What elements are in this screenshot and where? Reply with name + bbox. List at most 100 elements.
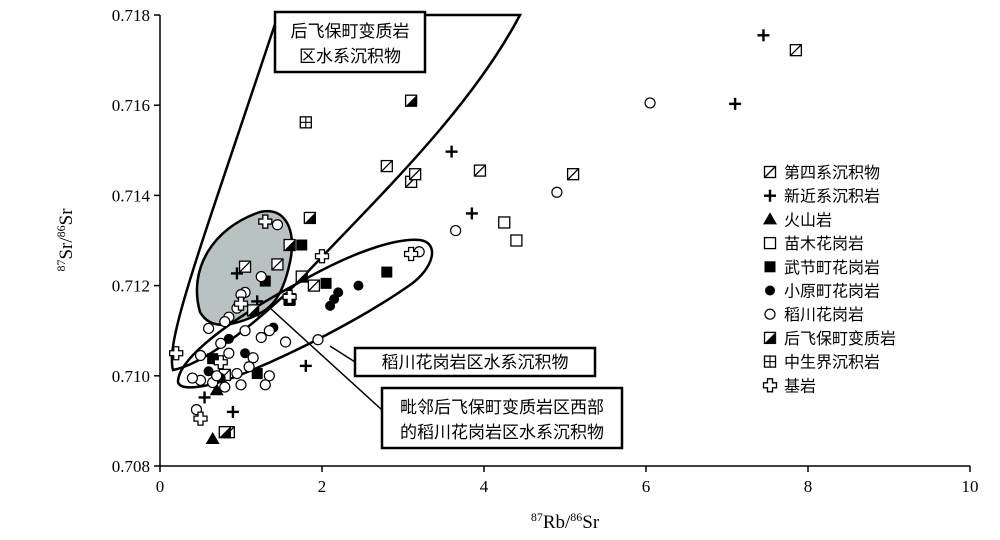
data-point-series-2 xyxy=(209,383,224,396)
annotation-inagawa-line1: 稻川花岗岩区水系沉积物 xyxy=(382,353,569,373)
data-point-series-6 xyxy=(263,325,275,337)
data-point-series-2 xyxy=(205,431,220,444)
data-point-series-6 xyxy=(255,270,267,283)
legend-marker-9 xyxy=(762,378,778,393)
data-point-series-9 xyxy=(314,249,330,264)
plot-axes xyxy=(159,15,970,467)
data-point-series-1 xyxy=(299,359,312,372)
annotation-adjacent-box xyxy=(380,386,624,450)
data-point-series-9 xyxy=(193,411,208,426)
data-point-series-7 xyxy=(218,426,231,439)
legend-marker-2 xyxy=(763,212,777,225)
data-point-series-9 xyxy=(213,355,228,370)
x-tick-label: 6 xyxy=(642,477,651,496)
data-point-series-7 xyxy=(303,211,317,225)
legend-label-7: 后飞保町变质岩 xyxy=(784,329,896,348)
y-axis-title: 87Sr/86Sr xyxy=(54,208,77,272)
data-point-series-0 xyxy=(307,279,321,292)
x-axis-title-part2: Sr xyxy=(582,512,600,533)
data-point-series-6 xyxy=(219,316,231,328)
envelope-houfeibao-metamorphic xyxy=(170,13,523,372)
data-point-series-9 xyxy=(233,296,249,311)
data-point-series-7 xyxy=(246,304,260,317)
legend-marker-5 xyxy=(765,285,775,296)
legend: 第四系沉积物新近系沉积岩火山岩苗木花岗岩武节町花岗岩小原町花岗岩稻川花岗岩后飞保… xyxy=(762,163,896,395)
data-point-series-9 xyxy=(258,214,273,229)
data-point-series-1 xyxy=(465,207,478,220)
x-tick-label: 8 xyxy=(804,477,813,496)
data-point-series-6 xyxy=(194,349,207,362)
data-point-series-8 xyxy=(299,116,312,129)
data-point-series-0 xyxy=(380,159,393,173)
data-point-series-1 xyxy=(729,97,742,110)
data-point-series-6 xyxy=(243,361,255,373)
data-point-series-4 xyxy=(381,266,393,278)
y-axis-title-sup1: 87 xyxy=(54,260,68,272)
x-tick-label: 0 xyxy=(156,477,165,496)
legend-label-9: 基岩 xyxy=(784,376,816,395)
annotation-houfeibao-line1: 后飞保町变质岩 xyxy=(291,22,410,42)
annotation-inagawa-leader xyxy=(329,345,356,363)
x-tick-label: 2 xyxy=(318,477,327,496)
data-point-series-6 xyxy=(219,381,231,393)
data-point-series-3 xyxy=(498,216,511,229)
data-point-series-6 xyxy=(211,370,223,382)
legend-marker-0 xyxy=(763,165,777,179)
data-point-series-6 xyxy=(450,224,462,237)
data-point-series-1 xyxy=(226,405,239,418)
data-point-series-5 xyxy=(223,333,234,344)
legend-marker-8 xyxy=(763,355,777,368)
annotation-houfeibao: 后飞保町变质岩 区水系沉积物 xyxy=(273,10,427,74)
data-point-series-9 xyxy=(169,346,184,361)
x-axis-title: 87Rb/86Sr xyxy=(531,510,600,533)
data-point-series-7 xyxy=(283,238,296,252)
data-point-series-5 xyxy=(353,280,364,291)
data-point-series-6 xyxy=(203,322,215,335)
x-axis-title-part1: Rb/ xyxy=(543,512,571,533)
data-point-series-5 xyxy=(325,300,336,311)
data-point-series-6 xyxy=(239,325,251,337)
data-point-series-0 xyxy=(789,44,802,57)
annotation-inagawa: 稻川花岗岩区水系沉积物 xyxy=(329,345,597,378)
data-point-series-4 xyxy=(259,275,271,287)
y-tick-label: 0.710 xyxy=(112,367,150,386)
legend-marker-6 xyxy=(764,308,776,320)
data-point-series-6 xyxy=(263,370,275,382)
data-point-series-6 xyxy=(231,367,243,380)
legend-label-3: 苗木花岗岩 xyxy=(784,234,864,253)
legend-marker-7 xyxy=(763,331,777,345)
legend-label-5: 小原町花岗岩 xyxy=(784,282,880,301)
data-point-series-6 xyxy=(247,352,259,364)
annotation-houfeibao-line2: 区水系沉积物 xyxy=(299,47,401,67)
legend-marker-1 xyxy=(764,189,776,202)
legend-marker-4 xyxy=(764,261,776,273)
x-tick-label: 4 xyxy=(480,477,489,496)
data-point-series-6 xyxy=(259,379,271,391)
annotation-inagawa-box xyxy=(353,346,597,378)
y-tick-label: 0.708 xyxy=(112,457,150,476)
data-point-series-6 xyxy=(312,334,324,346)
x-axis-title-sup1: 87 xyxy=(531,510,543,524)
legend-marker-3 xyxy=(763,236,777,250)
x-axis-title-sup2: 86 xyxy=(570,510,582,524)
y-tick-label: 0.714 xyxy=(112,186,151,205)
data-point-series-4 xyxy=(296,239,308,251)
legend-label-4: 武节町花岗岩 xyxy=(784,258,880,277)
annotation-adjacent-leader xyxy=(269,307,383,411)
data-point-series-9 xyxy=(403,246,419,262)
data-point-series-6 xyxy=(644,97,656,109)
data-points xyxy=(169,29,802,444)
data-point-series-6 xyxy=(271,219,284,231)
data-point-series-6 xyxy=(235,379,247,391)
data-point-series-6 xyxy=(551,186,563,198)
y-tick-label: 0.712 xyxy=(112,277,150,296)
data-point-series-1 xyxy=(757,29,770,42)
annotation-adjacent: 毗邻后飞保町变质岩区西部 的稻川花岗岩区水系沉积物 xyxy=(269,307,624,450)
legend-label-0: 第四系沉积物 xyxy=(784,163,880,182)
data-point-series-6 xyxy=(186,372,198,384)
data-point-series-4 xyxy=(207,353,219,365)
data-point-series-0 xyxy=(408,168,422,181)
